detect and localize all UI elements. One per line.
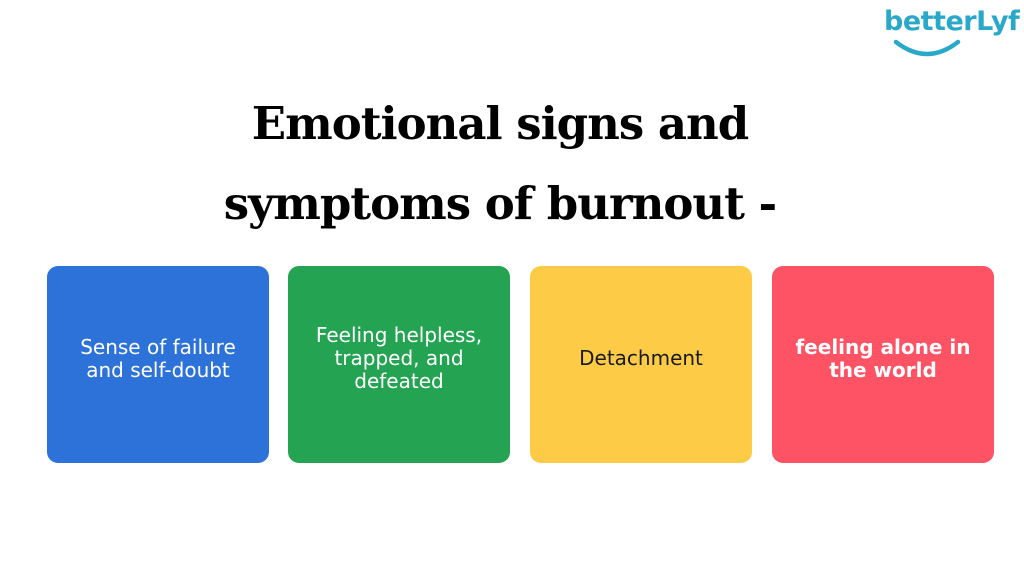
symptom-card-detachment: Detachment	[530, 266, 752, 463]
symptom-card-failure: Sense of failure and self-doubt	[47, 266, 269, 463]
symptom-card-label: Detachment	[579, 346, 703, 370]
page-title-line-1: Emotional signs and	[251, 97, 749, 150]
brand-logo-text: betterLyf	[884, 6, 1020, 37]
symptom-card-alone: feeling alone in the world	[772, 266, 994, 463]
symptom-card-label: Feeling helpless, trapped, and defeated	[315, 323, 483, 393]
symptom-card-label: feeling alone in the world	[795, 334, 971, 382]
symptom-card-label: Sense of failure and self-doubt	[80, 334, 236, 382]
smile-icon	[893, 39, 961, 57]
symptom-card-helpless: Feeling helpless, trapped, and defeated	[288, 266, 510, 463]
brand-logo: betterLyf	[884, 6, 1020, 60]
page-title: Emotional signs and symptoms of burnout …	[180, 84, 820, 244]
symptom-cards: Sense of failure and self-doubt Feeling …	[47, 266, 995, 463]
page-title-line-2: symptoms of burnout -	[223, 177, 778, 230]
